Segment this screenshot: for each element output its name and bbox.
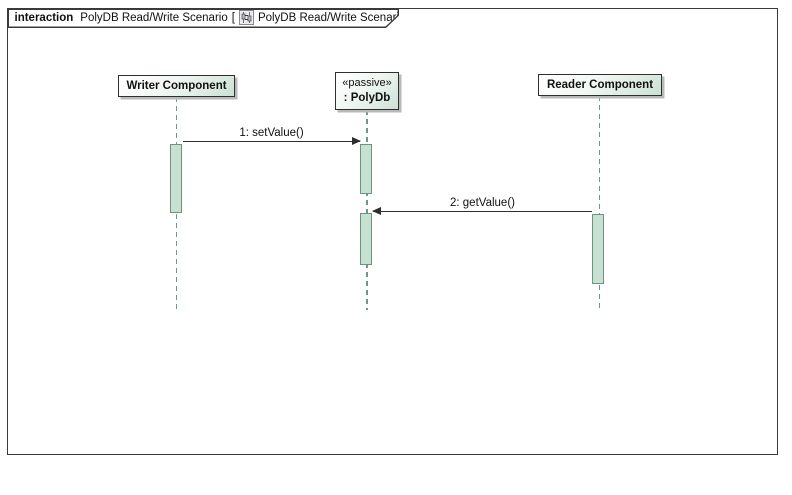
message-setvalue-arrow [183, 136, 361, 145]
lifeline-polydb-label: : PolyDb [343, 92, 391, 104]
message-setvalue-label: 1: setValue() [239, 127, 304, 139]
activation-writer[interactable] [170, 144, 182, 213]
lifeline-head-polydb[interactable]: «passive» : PolyDb [335, 72, 399, 110]
lifeline-polydb-line [366, 110, 368, 310]
frame-kind-label: interaction [14, 11, 74, 24]
lifeline-head-reader-component[interactable]: Reader Component [538, 74, 662, 96]
lifeline-head-writer-component[interactable]: Writer Component [118, 75, 235, 97]
frame-ref-name: PolyDB Read/Write Scenario [257, 11, 406, 24]
lifeline-reader-label: Reader Component [546, 79, 654, 91]
frame-name: PolyDB Read/Write Scenario [80, 11, 228, 24]
frame-title-content: interaction PolyDB Read/Write Scenario [… [9, 10, 398, 27]
message-getvalue-arrow [372, 206, 592, 215]
message-setvalue[interactable]: 1: setValue() [183, 127, 361, 145]
lifeline-reader-line [598, 96, 600, 310]
polydb-stereotype-label: «passive» [342, 77, 392, 89]
activation-polydb-setvalue[interactable] [360, 144, 372, 194]
lifeline-writer-label: Writer Component [126, 80, 227, 92]
message-getvalue-label: 2: getValue() [450, 197, 515, 209]
ref-open-bracket: [ [231, 11, 235, 24]
sequence-diagram-icon [239, 10, 254, 25]
activation-reader[interactable] [592, 214, 604, 284]
message-getvalue[interactable]: 2: getValue() [372, 197, 592, 215]
activation-polydb-getvalue[interactable] [360, 213, 372, 265]
frame-title-tab: interaction PolyDB Read/Write Scenario [… [7, 8, 399, 28]
